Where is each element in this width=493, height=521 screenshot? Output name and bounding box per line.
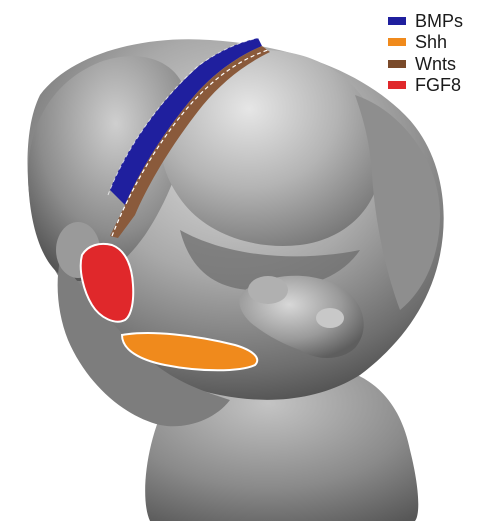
- legend-label-shh: Shh: [415, 32, 447, 52]
- legend: BMPs Shh Wnts FGF8: [388, 10, 463, 96]
- legend-item-wnts: Wnts: [388, 53, 463, 75]
- legend-label-bmps: BMPs: [415, 11, 463, 31]
- legend-swatch-shh: [388, 38, 406, 46]
- embryo-arch-highlight: [316, 308, 344, 328]
- legend-label-wnts: Wnts: [415, 54, 456, 74]
- legend-item-shh: Shh: [388, 32, 463, 54]
- legend-item-bmps: BMPs: [388, 10, 463, 32]
- legend-swatch-wnts: [388, 60, 406, 68]
- legend-item-fgf8: FGF8: [388, 75, 463, 97]
- legend-swatch-fgf8: [388, 81, 406, 89]
- embryo-arch: [248, 276, 288, 304]
- legend-label-fgf8: FGF8: [415, 75, 461, 95]
- legend-swatch-bmps: [388, 17, 406, 25]
